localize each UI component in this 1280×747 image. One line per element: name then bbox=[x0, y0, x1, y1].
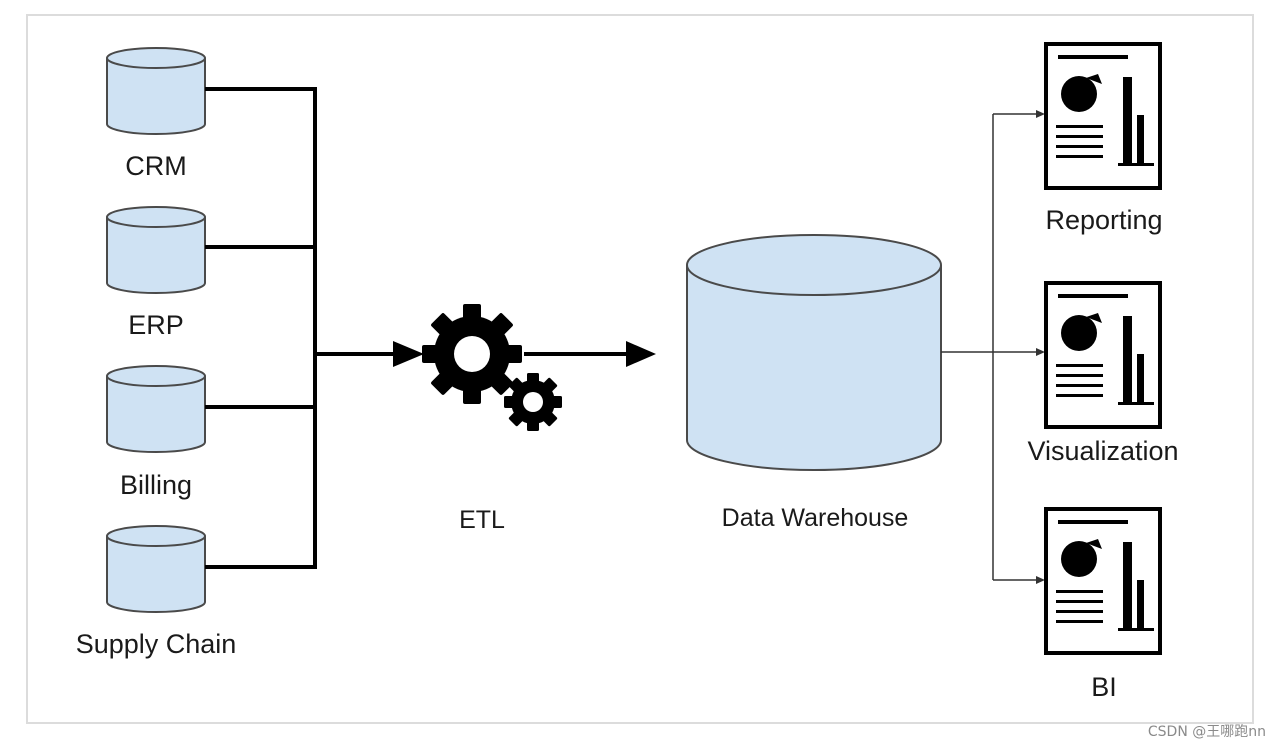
source-label-billing: Billing bbox=[119, 470, 193, 500]
source-supply-chain-icon bbox=[106, 525, 206, 613]
source-connectors bbox=[205, 87, 317, 569]
warehouse-label: Data Warehouse bbox=[721, 504, 909, 532]
source-billing-icon bbox=[106, 365, 206, 453]
output-label-reporting: Reporting bbox=[1045, 205, 1163, 235]
output-connectors bbox=[941, 113, 1040, 581]
source-label-crm: CRM bbox=[125, 151, 187, 181]
arrow-to-warehouse bbox=[524, 341, 656, 367]
arrow-to-etl bbox=[315, 341, 424, 367]
diagram-frame bbox=[26, 14, 1254, 724]
output-arrowheads bbox=[1036, 110, 1045, 584]
source-label-supply-chain: Supply Chain bbox=[75, 629, 237, 659]
reporting-document-icon bbox=[1044, 42, 1162, 190]
etl-label: ETL bbox=[459, 506, 505, 534]
output-label-visualization: Visualization bbox=[1027, 436, 1179, 466]
source-erp-icon bbox=[106, 206, 206, 294]
source-label-erp: ERP bbox=[128, 310, 184, 340]
watermark: CSDN @王哪跑nn bbox=[1147, 724, 1266, 740]
bi-document-icon bbox=[1044, 507, 1162, 655]
source-crm-icon bbox=[106, 47, 206, 135]
output-label-bi: BI bbox=[1091, 672, 1117, 702]
data-warehouse-icon bbox=[686, 234, 942, 471]
visualization-document-icon bbox=[1044, 281, 1162, 429]
etl-gears-icon bbox=[422, 304, 562, 431]
